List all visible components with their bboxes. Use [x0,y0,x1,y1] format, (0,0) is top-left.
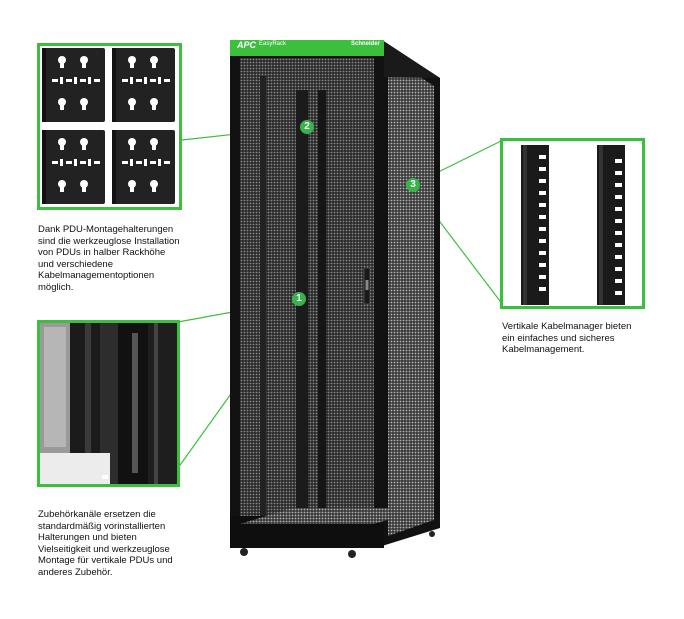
callout-2-line: von PDUs in halber Rackhöhe [38,247,166,259]
callout-1-line: Vielseitigkeit und werkzeuglose [38,543,170,555]
server-rack-illustration [222,28,452,568]
callout-3-line: Kabelmanagement. [502,344,585,356]
callout-badge-1: 1 [292,292,306,306]
callout-2-line: Dank PDU-Montagehalterungen [38,224,174,235]
accessory-channels-image [37,320,180,487]
callout-2-line: möglich. [38,281,74,293]
apc-logo: APC [237,40,257,50]
callout-3-line: Vertikale Kabelmanager bieten [502,321,632,332]
callout-3-text: Vertikale Kabelmanager bieten ein einfac… [502,321,631,356]
callout-2-text: Dank PDU-Montagehalterungen sind die wer… [38,224,180,294]
product-name: EasyRack [259,41,287,47]
schneider-logo: Schneider [351,41,381,47]
callout-2-line: sind die werkzeuglose Installation [38,235,180,247]
cable-managers-image [500,138,645,309]
callout-badge-3: 3 [406,178,420,192]
callout-1-line: standardmäßig vorinstallierten [38,520,166,532]
callout-1-line: Halterungen und bieten [38,532,137,544]
callout-1-line: anderes Zubehör. [38,566,113,578]
callout-1-text: Zubehörkanäle ersetzen die standardmäßig… [38,509,173,579]
callout-2-line: Kabelmanagementoptionen [38,270,155,282]
callout-3-line: ein einfaches und sicheres [502,332,615,344]
callout-1-line: Zubehörkanäle ersetzen die [38,509,156,520]
callout-badge-2: 2 [300,120,314,134]
pdu-brackets-image [37,43,182,210]
callout-1-line: Montage für vertikale PDUs und [38,555,173,567]
callout-2-line: und verschiedene [38,258,113,270]
